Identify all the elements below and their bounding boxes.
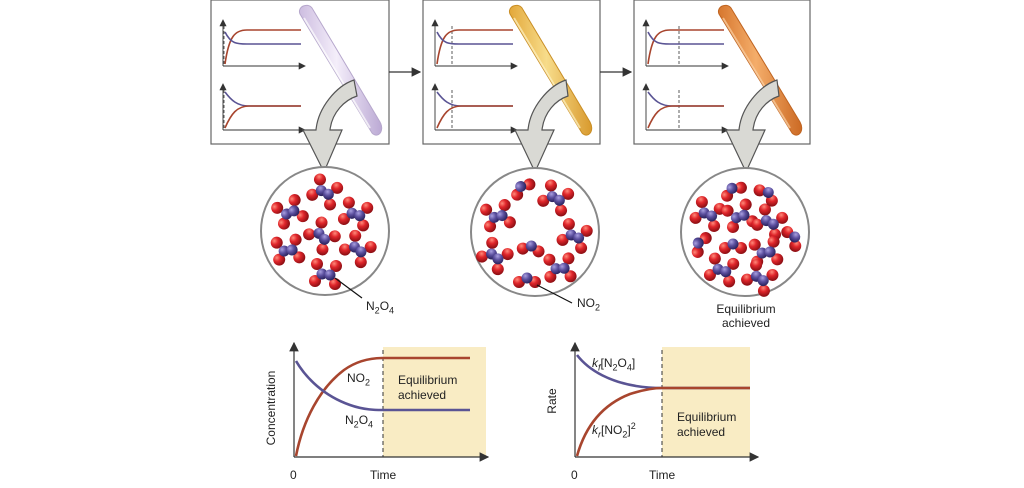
n2o4-molecule <box>480 199 516 233</box>
zoom-arrow-2 <box>514 79 569 174</box>
rate-origin: 0 <box>571 468 578 482</box>
n2o4-molecule <box>741 259 779 297</box>
concentration-xlabel: Time <box>370 468 397 482</box>
test-tube-1 <box>298 4 383 136</box>
n2o4-molecule <box>689 196 726 232</box>
concentration-origin: 0 <box>290 468 297 482</box>
zoom-arrow-3 <box>725 79 780 174</box>
mini-graph-3-concentration <box>642 19 729 70</box>
reverse-rate-curve <box>575 386 750 457</box>
top-panel-2 <box>422 0 601 145</box>
n2o4-molecule <box>475 236 514 276</box>
concentration-plot <box>289 341 490 462</box>
rate-region-line2: achieved <box>677 425 726 439</box>
top-panel-3 <box>633 0 811 145</box>
rate-equilibrium-region <box>662 347 750 457</box>
n2o4-molecule <box>338 229 377 269</box>
n2o4-molecule <box>270 233 306 266</box>
equilibrium-caption-line1: Equilibrium <box>716 302 776 316</box>
rate-plot <box>570 341 760 462</box>
concentration-region-line2: achieved <box>398 388 447 402</box>
mini-graph-2-rate <box>431 83 518 134</box>
no2-molecule <box>511 178 536 201</box>
reverse-rate-label: kr[NO2]2 <box>592 421 636 440</box>
rate-ylabel: Rate <box>545 388 559 414</box>
n2o4-molecule <box>703 252 740 288</box>
n2o4-molecule <box>543 252 577 283</box>
concentration-equilibrium-region <box>383 347 486 457</box>
no2-curve-label: NO2 <box>347 371 371 388</box>
mini-graph-3-rate <box>642 83 729 134</box>
no2-concentration-curve <box>294 356 470 457</box>
test-tube-3 <box>717 4 803 136</box>
n2o4-molecule <box>271 194 309 230</box>
n2o4-pointer-line <box>334 277 363 299</box>
no2-molecule <box>753 184 778 207</box>
n2o4-molecule <box>303 216 341 256</box>
n2o4-molecule <box>337 196 374 232</box>
top-panel-1 <box>210 0 390 145</box>
n2o4-molecule <box>309 258 342 290</box>
rate-xlabel: Time <box>649 468 676 482</box>
no2-molecule <box>516 240 545 258</box>
no2-molecule <box>691 232 712 258</box>
forward-rate-label: kf[N2O4] <box>592 356 636 373</box>
n2o4-concentration-curve <box>294 360 470 412</box>
concentration-ylabel: Concentration <box>264 370 278 446</box>
mini-graph-1-rate <box>219 83 306 134</box>
mini-graph-2-concentration <box>431 19 518 70</box>
mini-graphs <box>219 19 729 134</box>
n2o4-curve-label: N2O4 <box>345 413 374 430</box>
no2-pointer-line <box>536 284 573 304</box>
equilibrium-caption-line2: achieved <box>721 316 771 330</box>
concentration-region-line1: Equilibrium <box>398 373 458 387</box>
no2-molecule <box>513 272 541 288</box>
rate-region-line1: Equilibrium <box>677 410 737 424</box>
n2o4-molecule <box>306 173 344 211</box>
no2-molecule <box>721 181 747 202</box>
mini-graph-1-concentration <box>219 19 306 70</box>
test-tube-2 <box>508 4 593 136</box>
molecules <box>270 173 802 297</box>
n2o4-pointer-label: N2O4 <box>366 299 395 316</box>
no2-molecule <box>719 238 747 254</box>
n2o4-molecule <box>556 218 593 254</box>
equilibrium-achieved-caption: Equilibrium achieved <box>700 302 792 330</box>
no2-pointer-label: NO2 <box>577 296 601 313</box>
zoom-arrow-1 <box>302 79 358 174</box>
no2-molecule <box>781 226 802 252</box>
n2o4-molecule <box>537 179 575 217</box>
